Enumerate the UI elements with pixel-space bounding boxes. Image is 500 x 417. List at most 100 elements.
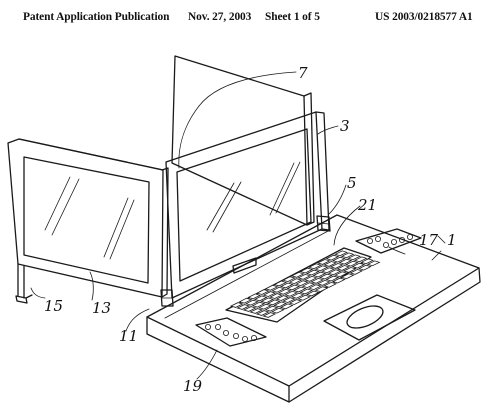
keyboard-key	[323, 281, 338, 288]
keyboard-key	[253, 295, 268, 302]
keyboard-key	[282, 297, 296, 303]
keyboard-key	[305, 269, 320, 276]
keyboard-key	[340, 252, 355, 259]
keyboard-key	[288, 278, 303, 285]
keyboard-key	[325, 254, 340, 261]
keyboard-key	[336, 265, 351, 271]
sheet-number: Sheet 1 of 5	[265, 11, 320, 23]
keyboard-key	[321, 267, 335, 274]
keyboard-key	[299, 267, 314, 274]
keyboard-key	[345, 260, 359, 267]
ref-numeral-19: 19	[183, 377, 203, 395]
keyboard-key	[316, 279, 331, 286]
keyboard-key	[290, 292, 305, 299]
keyboard-key	[292, 286, 307, 293]
keyboard-key	[269, 293, 283, 299]
button-strip-right	[355, 228, 422, 254]
keyboard-key	[329, 263, 344, 269]
ref-numeral-11: 11	[119, 327, 138, 345]
keyboard-key	[282, 276, 296, 283]
keyboard-key	[284, 290, 298, 297]
keyboard-key	[316, 259, 331, 265]
keyboard-key	[303, 275, 318, 282]
keyboard-key	[334, 250, 348, 257]
keyboard-key	[255, 310, 270, 316]
publication-date: Nov. 27, 2003	[188, 11, 252, 23]
ref-numeral-1: 1	[447, 231, 457, 249]
keyboard-key	[331, 277, 346, 284]
touchpad	[323, 294, 416, 341]
keyboard-key	[332, 256, 346, 263]
ref-numeral-5: 5	[347, 174, 357, 192]
keyboard-key	[288, 299, 303, 305]
ref-numeral-21: 21	[357, 196, 377, 214]
keyboard-key	[323, 261, 338, 267]
keyboard-key	[245, 299, 259, 306]
keyboard-key	[271, 307, 285, 314]
keyboard-key	[260, 297, 275, 304]
main-screen	[165, 111, 330, 299]
keyboard-key	[338, 258, 353, 265]
keyboard-key	[349, 269, 364, 275]
keyboard-key	[308, 263, 322, 270]
keyboard-key	[271, 286, 285, 293]
keyboard	[225, 247, 381, 323]
keyboard-key	[351, 262, 366, 269]
keyboard-key	[340, 273, 355, 280]
keyboard-key	[347, 254, 361, 261]
side-panel-stand	[15, 263, 33, 304]
keyboard-key	[301, 282, 316, 289]
keyboard-key	[342, 267, 357, 273]
keyboard-key	[247, 293, 262, 300]
ref-numeral-13: 13	[92, 299, 111, 317]
keyboard-key	[366, 260, 381, 267]
keyboard-key	[273, 301, 288, 308]
keyboard-key	[238, 297, 253, 304]
keyboard-key	[353, 256, 368, 263]
keyboard-key	[314, 286, 329, 293]
keyboard-key	[251, 301, 266, 308]
keyboard-key	[295, 280, 309, 287]
keyboard-key	[242, 306, 257, 312]
keyboard-key	[275, 295, 290, 301]
keyboard-key	[256, 289, 270, 295]
keyboard-key	[279, 303, 294, 310]
hinge-left	[160, 289, 174, 307]
keyboard-key	[277, 288, 292, 295]
keyboard-key	[236, 304, 251, 310]
left-screen-panel	[7, 138, 169, 298]
keyboard-key	[310, 277, 325, 284]
leader-lines	[30, 71, 446, 380]
ref-numeral-15: 15	[44, 297, 63, 315]
rear-screen-panel	[171, 55, 315, 226]
keyboard-key	[264, 284, 279, 291]
button-strip-front	[195, 317, 267, 347]
publication-label: Patent Application Publication	[23, 11, 170, 23]
keyboard-key	[262, 291, 277, 297]
keyboard-key	[258, 303, 272, 310]
keyboard-key	[266, 299, 281, 306]
keyboard-key	[262, 312, 277, 318]
keyboard-key	[312, 271, 327, 278]
keyboard-key	[308, 284, 322, 291]
keyboard-key	[273, 280, 288, 287]
keyboard-key	[314, 265, 329, 272]
ref-numeral-7: 7	[298, 64, 308, 82]
keyboard-key	[318, 273, 333, 280]
keyboard-key	[249, 308, 264, 314]
ref-numeral-17: 17	[419, 231, 439, 249]
keyboard-key	[297, 273, 312, 280]
keyboard-key	[286, 284, 301, 291]
keyboard-key	[297, 294, 311, 301]
keyboard-key	[360, 258, 374, 265]
ref-numeral-3: 3	[340, 117, 350, 135]
keyboard-key	[299, 288, 314, 295]
keyboard-key	[279, 282, 294, 289]
keyboard-key	[290, 271, 305, 278]
keyboard-key	[327, 269, 342, 276]
keyboard-key	[325, 275, 340, 282]
keyboard-key	[358, 264, 372, 271]
keyboard-key	[305, 290, 320, 297]
